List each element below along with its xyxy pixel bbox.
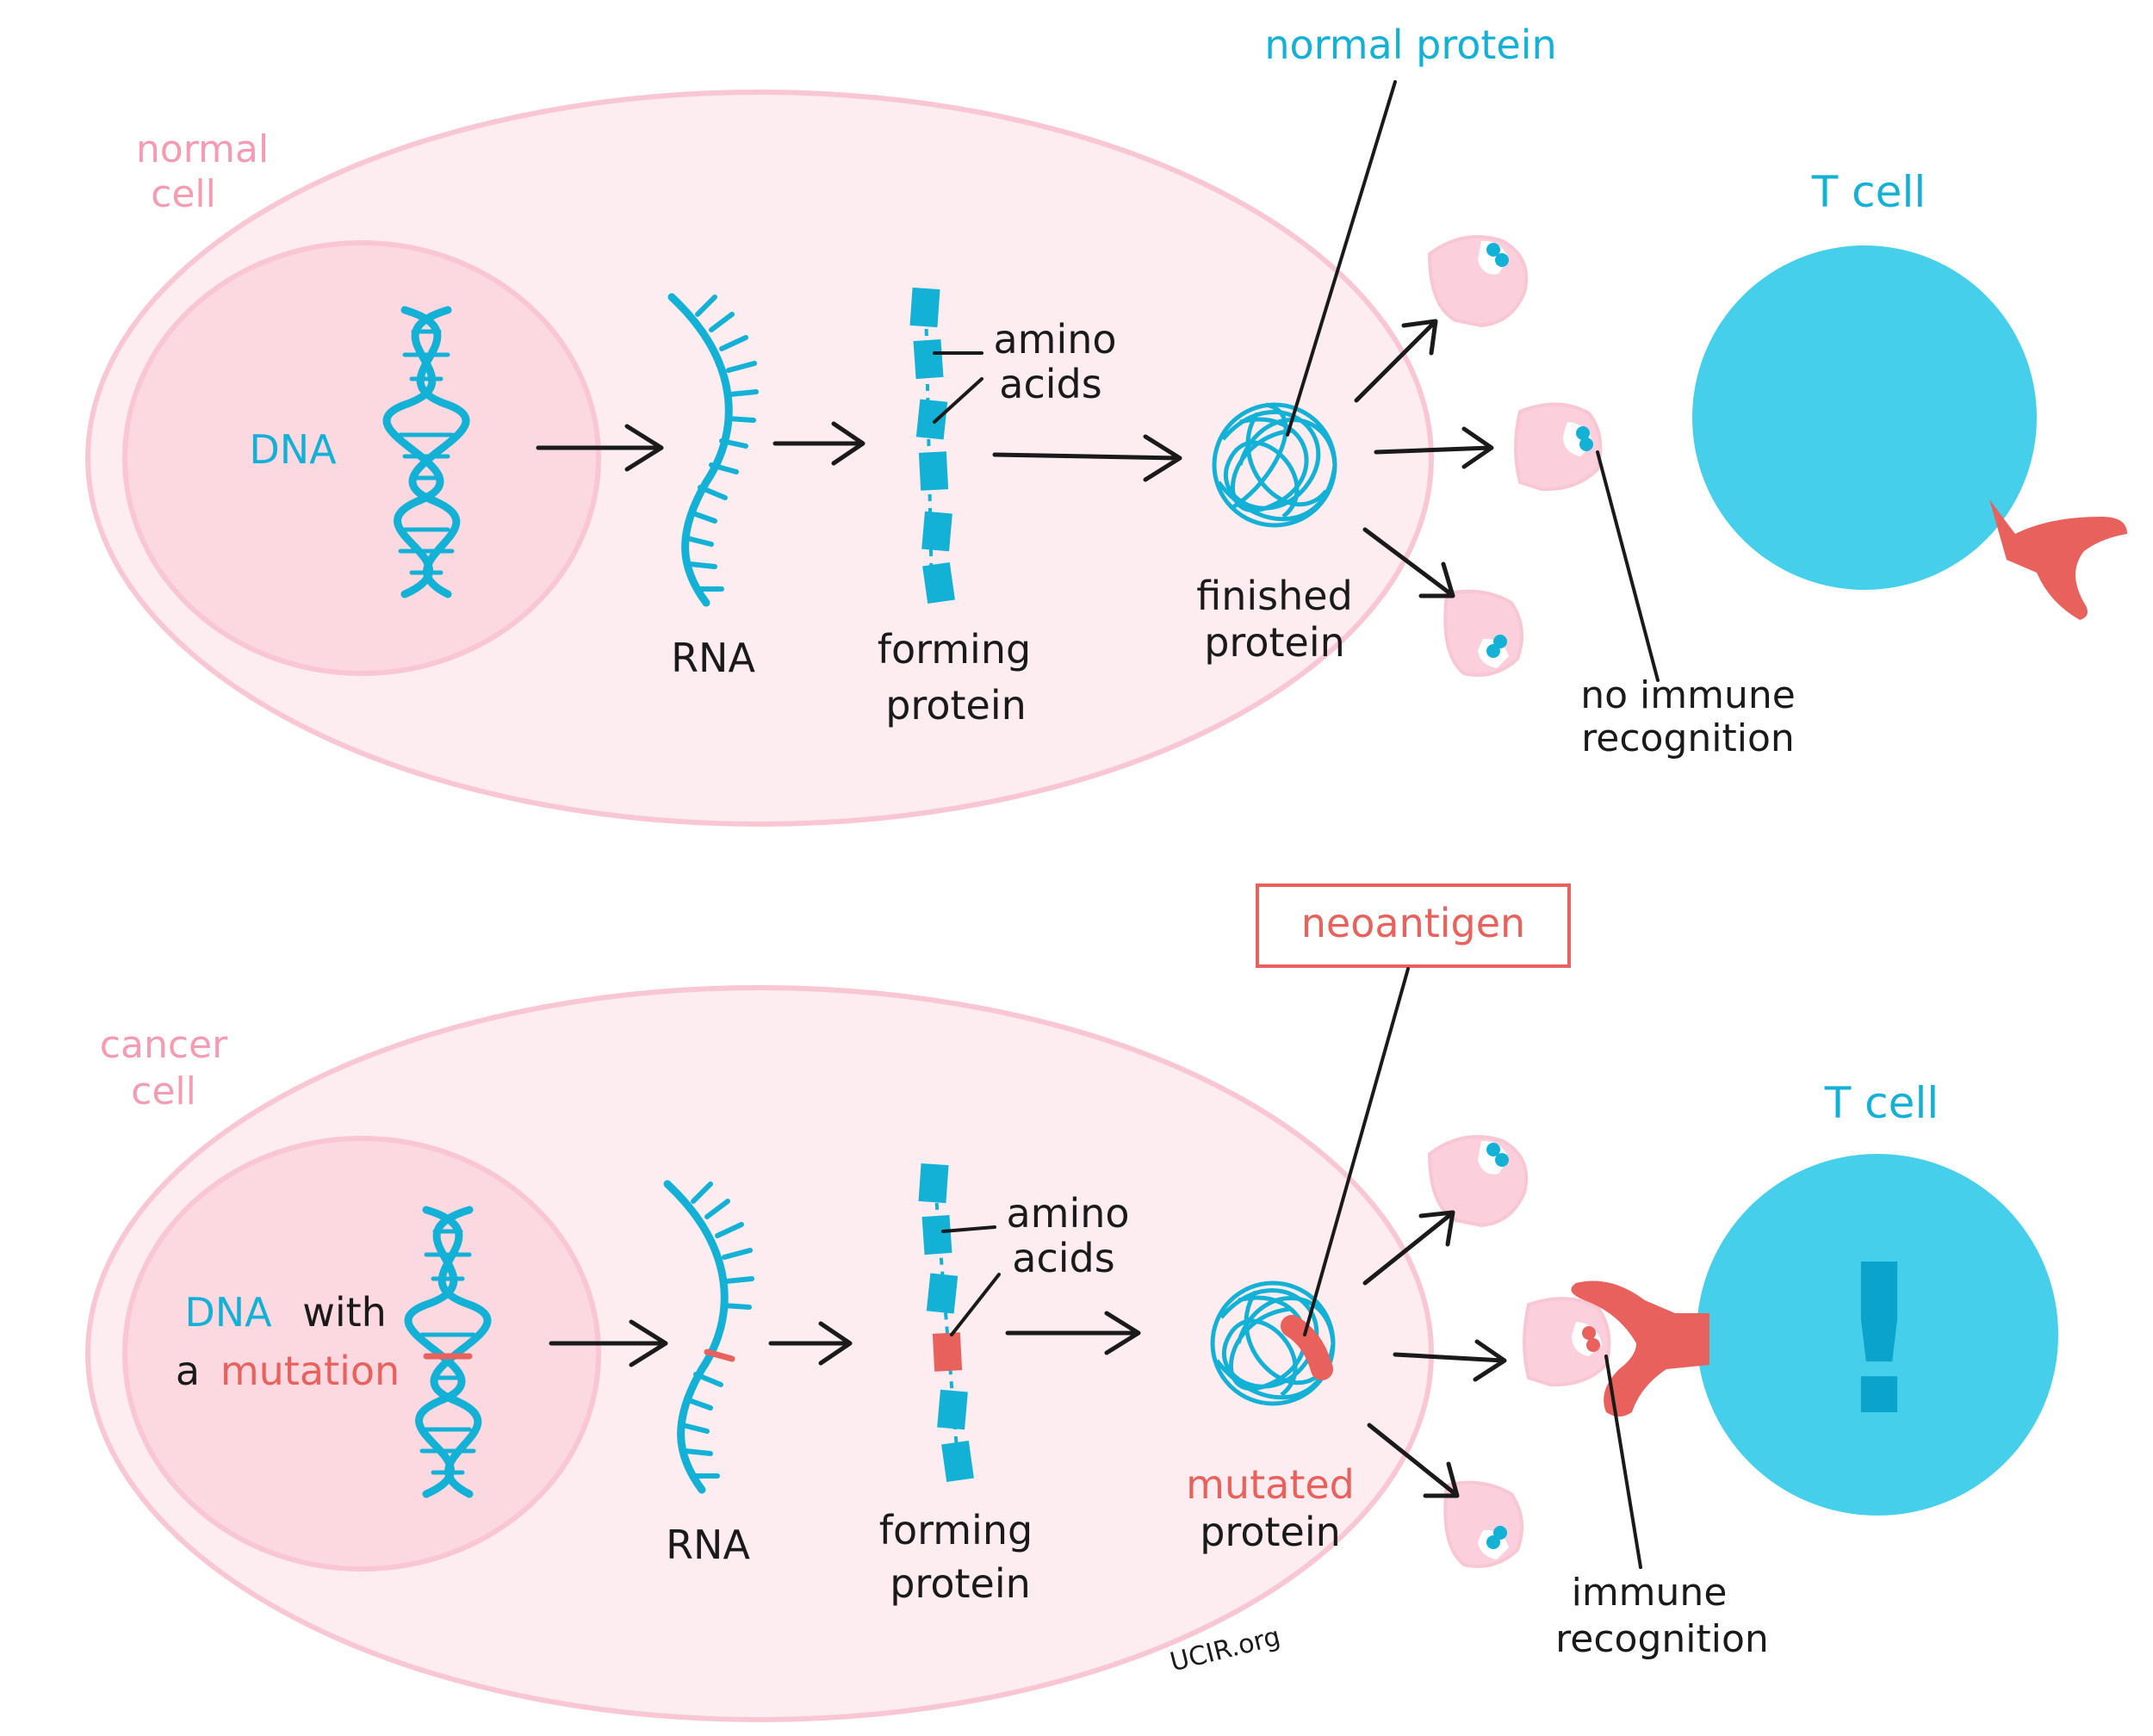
mhc-molecule: [1443, 589, 1524, 677]
arrow-down: [1362, 527, 1455, 598]
arrow-to-finished-protein: [992, 434, 1182, 482]
amino-acid-chain: [909, 287, 955, 604]
dna-helix: [382, 306, 470, 598]
arrow-dna-to-rna: [549, 1319, 668, 1367]
forming-label: forming: [878, 626, 1031, 673]
arrow-dna-to-rna: [536, 424, 664, 472]
amino-acid-leader: [933, 377, 983, 424]
recognition-label: recognition: [1555, 1617, 1769, 1661]
dna-label: DNA: [184, 1289, 272, 1336]
cell-label: normal: [136, 127, 269, 171]
cell-label: cancer: [100, 1023, 228, 1067]
mhc-molecule: [1443, 1480, 1524, 1568]
forming-label: protein: [890, 1560, 1031, 1607]
callout-leader: [1286, 80, 1397, 437]
t-cell-receptor: [1989, 499, 2127, 620]
mutated-amino-acid: [932, 1332, 963, 1372]
neoantigen-callout: neoantigen: [1301, 900, 1525, 946]
mutated-label: protein: [1200, 1509, 1341, 1555]
recognition-leader: [1596, 450, 1660, 682]
mhc-molecule: [1514, 402, 1603, 492]
nucleus: [122, 1136, 601, 1572]
recognition-label: immune: [1572, 1571, 1728, 1615]
cell-label: cell: [131, 1070, 196, 1113]
amino-label: amino: [1006, 1190, 1129, 1237]
rna-strand: [663, 1180, 754, 1494]
t-cell-label: T cell: [1824, 1078, 1939, 1128]
arrow-up: [1362, 1210, 1455, 1286]
mutation-label: mutation: [220, 1348, 400, 1394]
recognition-label: no immune: [1580, 673, 1796, 717]
mutated-protein-tangle: [1210, 1280, 1336, 1406]
forming-label: forming: [879, 1507, 1033, 1553]
dna-label: with: [302, 1289, 387, 1336]
arrow-up: [1354, 319, 1438, 403]
arrow-right: [1393, 1339, 1507, 1382]
rna-label: RNA: [666, 1522, 750, 1568]
cancer-cell-panel: cancer cell DNA with a mutation: [85, 884, 2058, 1722]
mhc-molecule: [1427, 1135, 1529, 1228]
normal-cell-panel: normal cell DNA: [85, 22, 2127, 827]
finished-label: finished: [1196, 573, 1353, 619]
amino-acid-leader: [941, 1225, 996, 1233]
t-cell: [1692, 245, 2037, 590]
arrow-rna-to-protein: [768, 1321, 853, 1366]
t-cell-label: T cell: [1811, 167, 1926, 217]
dna-label: DNA: [249, 426, 337, 473]
t-cell: [1697, 1154, 2058, 1516]
recognition-leader: [1604, 1355, 1642, 1569]
mutated-dna-helix: [404, 1206, 492, 1498]
recognition-label: recognition: [1581, 716, 1795, 760]
nucleus: [122, 240, 601, 676]
arrow-down: [1367, 1423, 1460, 1498]
mutated-label: mutated: [1186, 1461, 1355, 1508]
cell-label: cell: [151, 172, 216, 216]
amino-label: acids: [999, 361, 1101, 407]
forming-label: protein: [885, 682, 1027, 728]
arrow-rna-to-protein: [772, 421, 866, 466]
rna-strand: [667, 293, 759, 607]
t-cell-receptor: [1571, 1280, 1709, 1417]
normal-protein-callout: normal protein: [1264, 22, 1556, 68]
arrow-right: [1374, 426, 1494, 469]
arrow-to-mutated-protein: [1005, 1311, 1141, 1355]
finished-label: protein: [1204, 619, 1345, 666]
amino-acid-chain: [918, 1162, 974, 1483]
callout-leader: [1303, 967, 1410, 1336]
neoantigen-segment: [1281, 1315, 1333, 1380]
t-cell-alert-icon: !: [1832, 1220, 1926, 1461]
amino-acid-leader: [950, 1273, 1001, 1336]
mhc-molecule: [1523, 1297, 1611, 1387]
neoantigen-callout-box: [1256, 884, 1571, 968]
rna-label: RNA: [671, 635, 755, 681]
dna-label: a: [176, 1348, 200, 1394]
amino-label: amino: [993, 316, 1116, 363]
amino-label: acids: [1012, 1235, 1114, 1281]
mhc-molecule: [1427, 235, 1529, 328]
